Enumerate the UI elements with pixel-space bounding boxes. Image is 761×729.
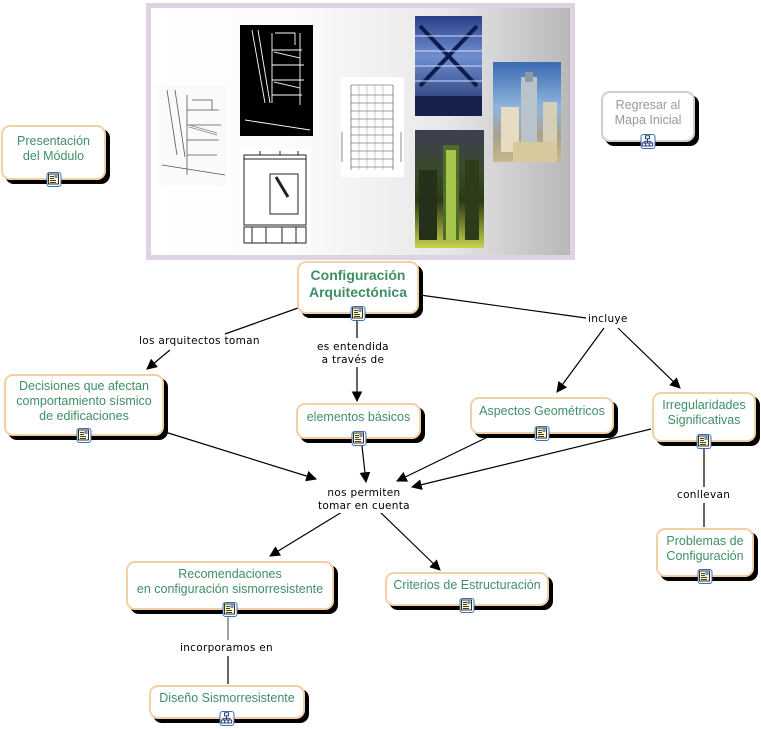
floor-plan-image (240, 149, 310, 247)
document-icon[interactable] (351, 431, 366, 446)
link-label-incorporamos: incorporamos en (180, 642, 274, 655)
link-decisiones-permiten (164, 431, 318, 482)
node-label: Criterios de Estructuración (393, 577, 541, 592)
document-icon[interactable] (350, 306, 366, 321)
node-regresar-mapa-inicial[interactable]: Regresar al Mapa Inicial (601, 91, 695, 149)
link-permiten-recomendaciones (269, 511, 343, 557)
node-label: Irregularidades Significativas (662, 398, 746, 427)
node-irregularidades[interactable]: Irregularidades Significativas (652, 392, 756, 449)
link-incluye-irregularidades (617, 327, 681, 389)
node-label: elementos básicos (306, 409, 411, 424)
document-icon[interactable] (46, 172, 61, 187)
node-label: Regresar al Mapa Inicial (614, 97, 682, 127)
node-aspectos-geometricos[interactable]: Aspectos Geométricos (470, 397, 614, 441)
node-label: Aspectos Geométricos (479, 404, 605, 418)
node-recomendaciones[interactable]: Recomendaciones en configuración sismorr… (126, 561, 334, 617)
node-criterios-estructuracion[interactable]: Criterios de Estructuración (385, 572, 549, 613)
link-permiten-criterios (379, 511, 441, 571)
concept-map-icon[interactable] (219, 711, 235, 726)
link-elementos-permiten (359, 445, 371, 484)
document-icon[interactable] (697, 569, 713, 584)
node-label: Presentación del Módulo (17, 133, 90, 163)
concept-map-icon[interactable] (640, 134, 656, 149)
document-icon[interactable] (696, 434, 712, 449)
document-icon[interactable] (76, 428, 92, 443)
node-presentacion-modulo[interactable]: Presentación del Módulo (1, 125, 106, 187)
node-elementos-basicos[interactable]: elementos básicos (296, 403, 421, 446)
node-label: Problemas de Configuración (666, 533, 744, 563)
link-label-incluye: incluye (588, 313, 628, 326)
link-arquitectos-decisiones (146, 349, 171, 370)
node-configuracion-arquitectonica[interactable]: Configuración Arquitectónica (297, 261, 419, 321)
document-icon[interactable] (222, 602, 238, 617)
node-label: Diseño Sismorresistente (159, 690, 295, 705)
node-problemas-configuracion[interactable]: Problemas de Configuración (656, 528, 754, 584)
document-icon[interactable] (459, 598, 475, 613)
tower-day-photo-image (493, 62, 561, 162)
link-aspectos-permiten (396, 433, 495, 482)
atrium-photo-image (415, 16, 482, 116)
document-icon[interactable] (534, 426, 550, 441)
tower-night-photo-image (415, 130, 484, 248)
sketch-light-image (157, 85, 227, 185)
node-label: Recomendaciones en configuración sismorr… (136, 566, 324, 596)
node-label: Decisiones que afectan comportamiento sí… (16, 378, 152, 423)
link-label-arquitectos: los arquitectos toman (139, 335, 260, 348)
link-label-entendida: es entendida a través de (317, 341, 389, 367)
node-decisiones[interactable]: Decisiones que afectan comportamiento sí… (4, 374, 164, 443)
link-incluye-aspectos (556, 327, 605, 393)
section-drawing-image (341, 77, 404, 177)
node-label: Configuración Arquitectónica (308, 266, 407, 300)
link-label-permiten: nos permiten tomar en cuenta (318, 487, 410, 513)
link-label-conllevan: conllevan (677, 489, 731, 502)
sketch-dark-image (240, 25, 313, 136)
architecture-image-collage (146, 3, 575, 260)
link-irregularidades-permiten (410, 428, 652, 490)
node-diseno-sismorresistente[interactable]: Diseño Sismorresistente (149, 685, 305, 726)
link-config-incluye (419, 294, 587, 319)
link-config-arquitectos (224, 307, 299, 335)
